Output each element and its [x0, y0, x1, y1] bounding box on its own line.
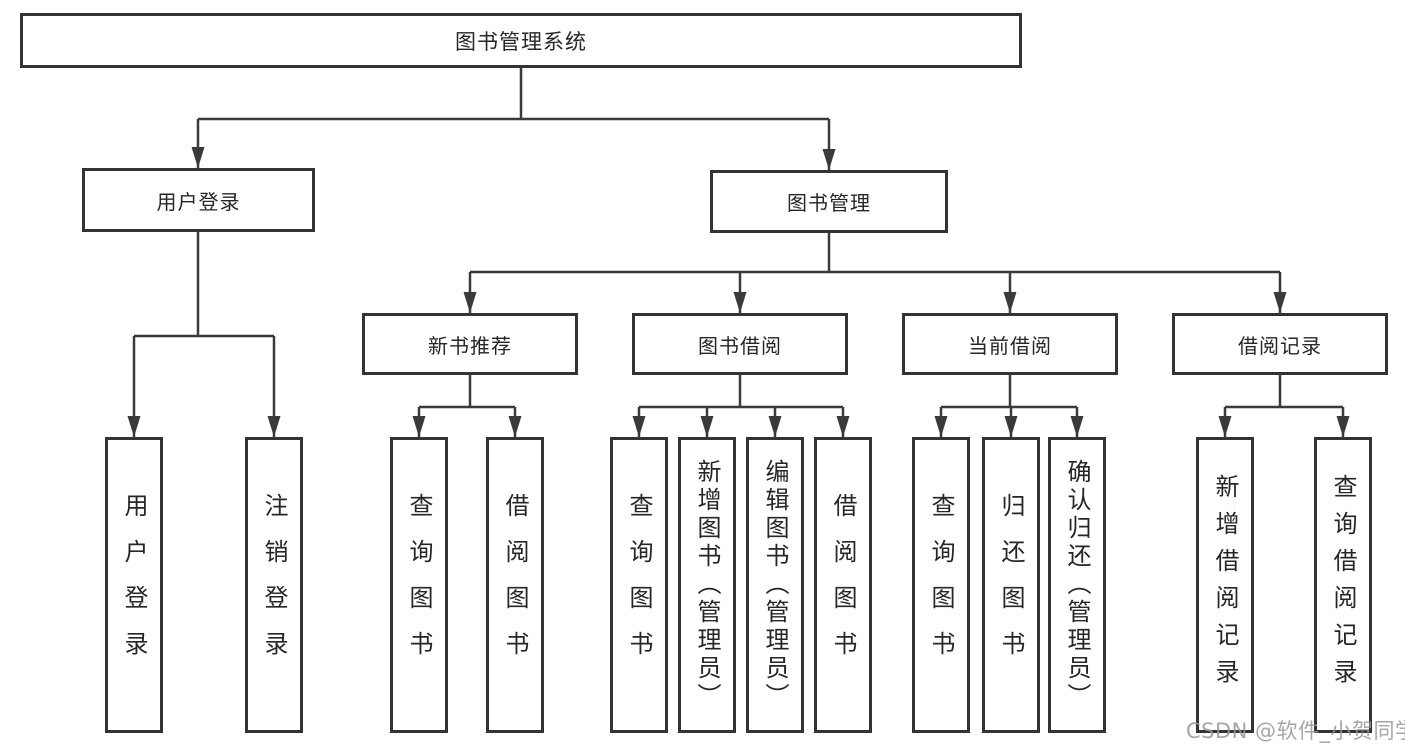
arrow-down-icon	[267, 416, 281, 437]
node-book-borrow: 图书借阅	[632, 313, 848, 375]
arrow-down-icon	[1004, 416, 1018, 437]
leaf-label: 归还图书	[997, 493, 1025, 677]
leaf-edit-books-admin: 编辑图书（管理员）	[746, 437, 804, 733]
node-label: 用户登录	[156, 189, 241, 214]
arrow-down-icon	[1336, 416, 1350, 437]
arrow-down-icon	[1273, 292, 1287, 313]
leaf-user-login: 用户登录	[105, 437, 163, 733]
node-label: 图书借阅	[698, 333, 782, 358]
leaf-add-books-admin: 新增图书（管理员）	[678, 437, 736, 733]
node-label: 图书管理系统	[455, 29, 587, 54]
leaf-query-books-recommend: 查询图书	[390, 437, 448, 733]
leaf-label: 查询图书	[625, 493, 653, 677]
node-current-borrow: 当前借阅	[902, 313, 1118, 375]
leaf-query-books-current: 查询图书	[912, 437, 970, 733]
leaf-query-borrow-record: 查询借阅记录	[1314, 437, 1372, 733]
leaf-label: 查询图书	[405, 493, 433, 677]
node-library-management-system: 图书管理系统	[20, 13, 1022, 68]
leaf-add-borrow-record: 新增借阅记录	[1196, 437, 1254, 733]
arrow-down-icon	[1070, 416, 1084, 437]
arrow-down-icon	[412, 416, 426, 437]
leaf-label: 新增图书（管理员）	[693, 459, 721, 711]
arrow-down-icon	[127, 416, 141, 437]
node-label: 当前借阅	[968, 333, 1052, 358]
node-label: 借阅记录	[1238, 333, 1322, 358]
arrow-down-icon	[934, 416, 948, 437]
leaf-label: 注销登录	[260, 493, 288, 677]
leaf-label: 用户登录	[120, 493, 148, 677]
leaf-label: 借阅图书	[829, 493, 857, 677]
arrow-down-icon	[733, 292, 747, 313]
node-label: 新书推荐	[428, 333, 512, 358]
arrow-down-icon	[822, 149, 836, 170]
leaf-query-books-borrow: 查询图书	[610, 437, 668, 733]
arrow-down-icon	[1218, 416, 1232, 437]
leaf-label: 查询借阅记录	[1329, 474, 1357, 696]
node-borrow-records: 借阅记录	[1172, 313, 1388, 375]
leaf-label: 编辑图书（管理员）	[761, 459, 789, 711]
leaf-label: 新增借阅记录	[1211, 474, 1239, 696]
leaf-return-books: 归还图书	[982, 437, 1040, 733]
arrow-down-icon	[836, 416, 850, 437]
leaf-logout: 注销登录	[245, 437, 303, 733]
leaf-borrow-books-recommend: 借阅图书	[486, 437, 544, 733]
csdn-watermark: CSDN @软件_小贺同学	[1186, 719, 1405, 743]
leaf-borrow-books: 借阅图书	[814, 437, 872, 733]
node-book-management: 图书管理	[710, 170, 948, 233]
node-label: 图书管理	[787, 191, 871, 215]
arrow-down-icon	[768, 416, 782, 437]
leaf-label: 查询图书	[927, 493, 955, 677]
arrow-down-icon	[508, 416, 522, 437]
leaf-label: 借阅图书	[501, 493, 529, 677]
arrow-down-icon	[191, 147, 205, 168]
arrow-down-icon	[700, 416, 714, 437]
node-user-login: 用户登录	[82, 168, 315, 232]
leaf-label: 确认归还（管理员）	[1063, 459, 1091, 711]
node-new-book-recommend: 新书推荐	[362, 313, 578, 375]
leaf-confirm-return-admin: 确认归还（管理员）	[1048, 437, 1106, 733]
arrow-down-icon	[1003, 292, 1017, 313]
arrow-down-icon	[463, 292, 477, 313]
arrow-down-icon	[632, 416, 646, 437]
